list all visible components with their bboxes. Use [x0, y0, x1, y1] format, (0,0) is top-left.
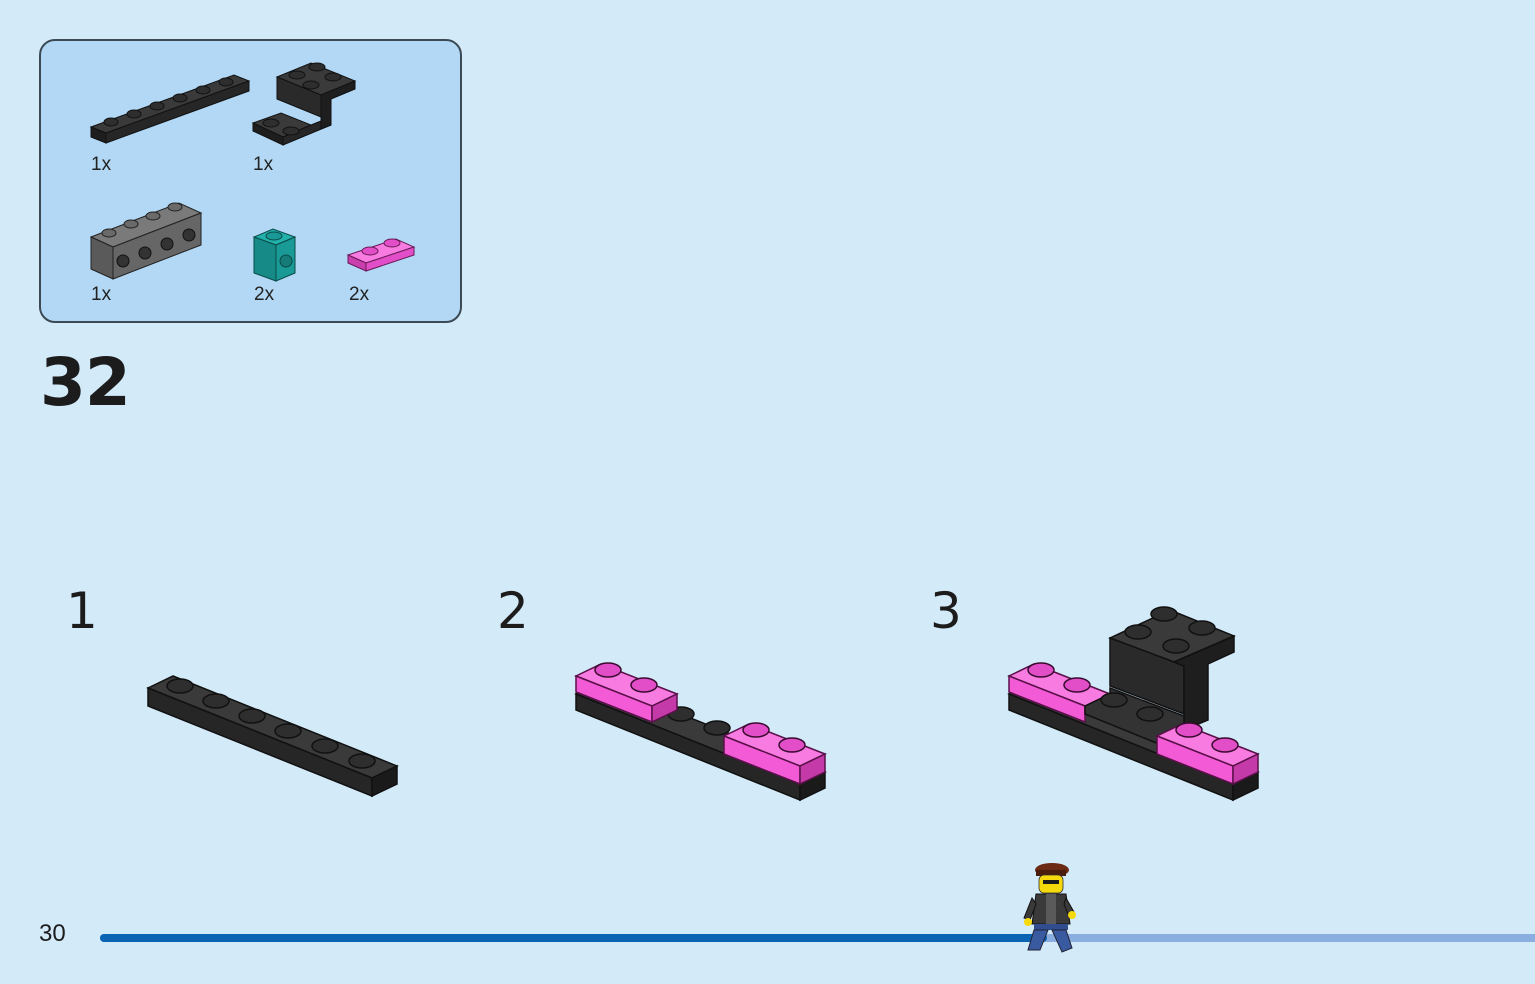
sub-step-number: 2 — [497, 582, 529, 640]
gray-technic-brick-1x4-icon — [89, 202, 203, 280]
part-quantity: 1x — [253, 154, 274, 175]
minifigure-icon — [1023, 863, 1076, 953]
progress-bar — [100, 934, 1535, 942]
parts-list-box: 1x 1x 1x 2x — [39, 39, 462, 323]
teal-brick-1x1-icon — [252, 228, 297, 282]
black-plate-1x6-icon — [89, 74, 251, 144]
progress-bar-fill — [100, 934, 1048, 942]
sub-step-1-illustration — [146, 675, 399, 798]
part-quantity: 1x — [91, 284, 112, 305]
pink-plate-1x2-icon — [346, 238, 416, 272]
sub-step-2-illustration — [574, 662, 827, 802]
part-quantity: 1x — [91, 154, 112, 175]
sub-step-3-illustration — [1007, 606, 1260, 802]
step-number: 32 — [40, 344, 131, 421]
sub-step-number: 3 — [930, 582, 962, 640]
sub-step-number: 1 — [66, 582, 98, 640]
part-quantity: 2x — [254, 284, 275, 305]
black-bracket-icon — [251, 62, 357, 146]
part-quantity: 2x — [349, 284, 370, 305]
page-number: 30 — [39, 920, 66, 947]
